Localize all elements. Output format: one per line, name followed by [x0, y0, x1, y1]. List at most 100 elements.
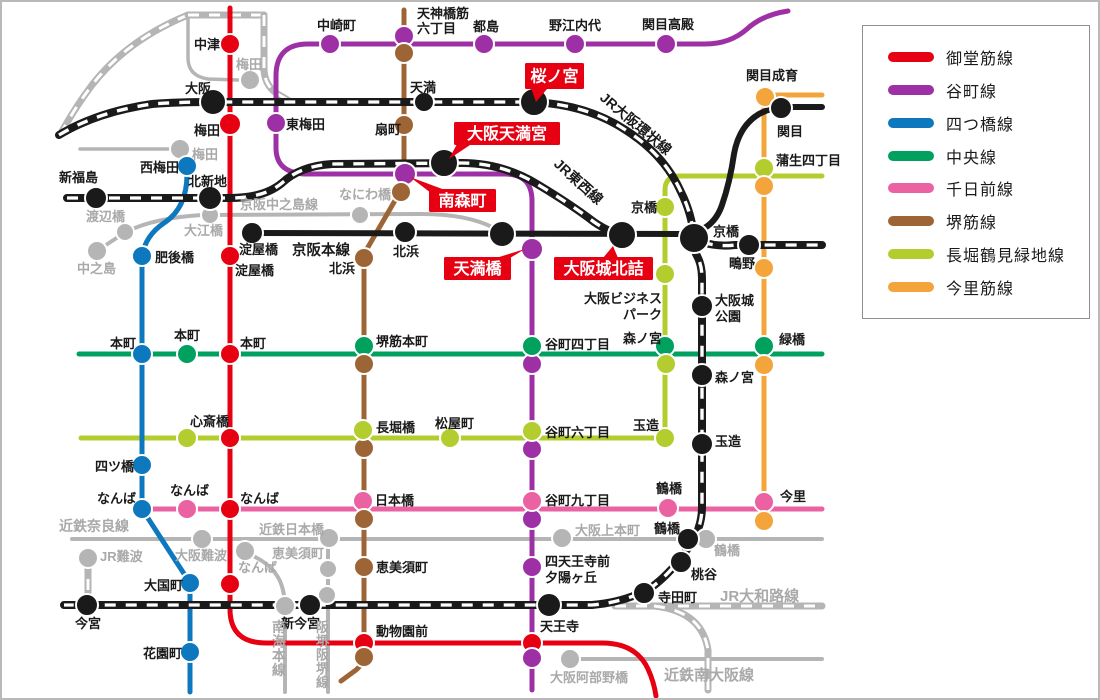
legend-item-4: 千日前線 — [863, 176, 1089, 200]
station-label: 四ツ橋 — [95, 459, 135, 474]
station-dot — [753, 491, 775, 513]
station-label: 大国町 — [144, 578, 183, 593]
station-dot — [737, 233, 761, 257]
station-dot — [393, 220, 417, 244]
legend-line-label: 御堂筋線 — [946, 50, 1015, 68]
station-dot — [521, 490, 543, 512]
station-label: 天王寺 — [540, 619, 579, 634]
line-hankyu-umeda — [186, 14, 240, 82]
station-label: 今宮 — [74, 616, 101, 631]
station-label: 本町 — [110, 336, 136, 351]
station-dot — [352, 419, 374, 441]
station-dot — [84, 186, 108, 210]
station-label: 蒲生四丁目 — [776, 153, 841, 168]
station-label: 寺田町 — [658, 590, 697, 605]
station-dot — [690, 432, 714, 456]
station-label: 谷町六丁目 — [545, 425, 610, 440]
station-label: 京橋 — [713, 224, 740, 239]
station-label: 中崎町 — [317, 18, 356, 33]
station-dot — [521, 335, 543, 357]
station-label: 新今宮 — [281, 616, 320, 631]
legend-line-label: 四つ橋線 — [946, 116, 1015, 134]
station-label: 森ノ宮 — [715, 370, 754, 385]
legend-line-swatch — [888, 84, 934, 95]
station-dot — [551, 527, 573, 549]
station-label: 六丁目 — [417, 21, 456, 36]
station-dot — [676, 527, 700, 551]
station-dot — [131, 343, 153, 365]
station-dot — [191, 528, 213, 550]
station-label: 京橋 — [631, 200, 658, 215]
station-dot — [179, 641, 201, 663]
station-dot — [353, 353, 375, 375]
line-jr-yamatoji-branch — [650, 602, 712, 694]
station-dot — [86, 240, 108, 262]
station-label: なんば — [170, 483, 209, 498]
station-dot — [654, 196, 676, 218]
station-dot — [753, 354, 775, 376]
station-dot — [678, 222, 710, 254]
station-label: 本町 — [174, 328, 200, 343]
station-label: 中之島 — [77, 261, 116, 276]
station-label: なにわ橋 — [339, 187, 392, 202]
station-dot — [131, 245, 153, 267]
station-label: 梅田 — [194, 123, 220, 138]
station-label: 阪堺阪堺線 — [316, 620, 330, 690]
station-dot — [199, 88, 227, 116]
station-dot — [769, 96, 793, 120]
legend-line-label: 今里筋線 — [946, 281, 1015, 298]
station-label: 近鉄奈良線 — [59, 518, 129, 534]
station-label: 森ノ宮 — [623, 331, 662, 346]
highlight-badge-label: 桜ノ宮 — [530, 67, 578, 86]
station-dot — [655, 33, 677, 55]
legend-line-swatch — [888, 282, 934, 292]
station-label: 淀屋橋 — [235, 263, 275, 278]
station-dot — [607, 220, 637, 250]
station-label: 淀屋橋 — [239, 242, 279, 257]
station-label: 花園町 — [143, 646, 182, 661]
station-label: 西梅田 — [140, 160, 179, 175]
station-dot — [350, 205, 370, 225]
legend-line-label: 谷町線 — [946, 83, 998, 101]
station-label: 鴫野 — [729, 256, 755, 271]
legend-line-label: 千日前線 — [946, 182, 1015, 200]
station-dot — [353, 508, 375, 530]
legend-item-5: 堺筋線 — [863, 209, 1089, 233]
legend-line-label: 堺筋線 — [946, 215, 998, 233]
station-dot — [352, 490, 374, 512]
station-dot — [219, 573, 241, 595]
legend-line-swatch — [888, 216, 934, 227]
station-label: 大阪難波 — [175, 548, 228, 563]
line-yotsubashi — [139, 159, 193, 695]
station-label: なんば — [97, 491, 136, 506]
station-label: 新福島 — [59, 170, 98, 185]
line-nagahori-tsurumi-ryokuchi — [78, 173, 825, 441]
station-label: 四天王寺前 — [545, 554, 610, 569]
station-label: 本町 — [240, 336, 266, 351]
station-dot — [176, 427, 198, 449]
legend-line-swatch — [888, 183, 934, 194]
station-dot — [393, 42, 415, 64]
station-dot — [353, 437, 375, 459]
station-label: 日本橋 — [375, 493, 415, 508]
station-label: 鶴橋 — [654, 521, 681, 536]
station-label: 緑橋 — [779, 332, 806, 347]
station-label: 桃谷 — [691, 567, 718, 582]
station-label: 大阪阿部野橋 — [550, 670, 629, 685]
legend-line-label: 中央線 — [946, 149, 998, 167]
station-label: 東梅田 — [286, 117, 325, 132]
station-dot — [536, 592, 562, 618]
station-label: なんば — [238, 560, 277, 575]
station-dot — [219, 427, 241, 449]
legend-item-1: 谷町線 — [863, 78, 1089, 102]
highlight-badge: 南森町 — [410, 177, 496, 212]
station-label: 玉造 — [715, 434, 742, 449]
station-label: 谷町四丁目 — [545, 337, 610, 352]
station-dot — [318, 527, 340, 549]
line-legend: 御堂筋線谷町線四つ橋線中央線千日前線堺筋線長堀鶴見緑地線今里筋線 — [862, 25, 1090, 319]
highlight-badge-label: 大阪城北詰 — [563, 259, 643, 278]
legend-line-swatch — [888, 150, 934, 161]
station-dot — [690, 363, 714, 387]
station-label: 大阪 — [185, 81, 212, 96]
